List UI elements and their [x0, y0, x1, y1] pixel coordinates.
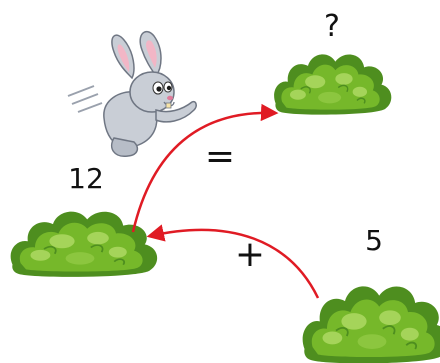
- right-bush-value: 5: [365, 224, 383, 257]
- equals-sign: =: [205, 136, 235, 177]
- left-bush-value: 12: [68, 162, 104, 195]
- bush-icon: [274, 54, 391, 114]
- bush-icon: [303, 286, 440, 363]
- top-bush-value: ?: [324, 9, 340, 44]
- plus-sign: +: [235, 234, 265, 275]
- rabbit-icon: [68, 32, 196, 157]
